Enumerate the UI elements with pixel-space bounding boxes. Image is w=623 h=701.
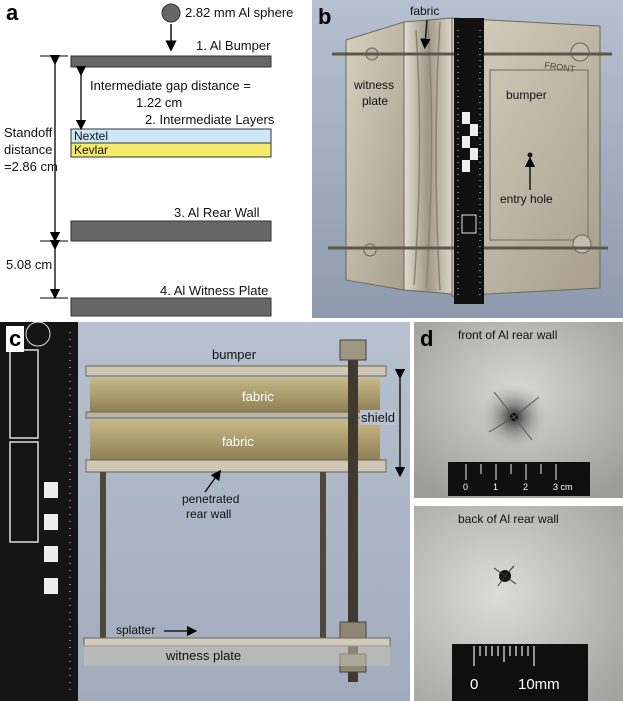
- gap2-label: 5.08 cm: [6, 257, 53, 272]
- front-scale-2: 2: [523, 482, 529, 492]
- standoff-label-3: =2.86 cm: [4, 159, 58, 174]
- kevlar-label: Kevlar: [74, 143, 109, 157]
- panel-a-schematic: a 2.82 mm Al sphere 1. Al Bumper Interme…: [0, 0, 310, 320]
- shield-photo-illustration: FRONT: [312, 0, 623, 318]
- al-rear-wall-plate: [70, 220, 272, 242]
- panel-d-letter: d: [420, 326, 434, 351]
- side-rear-wall: [85, 459, 387, 473]
- panel-b-photo: FRONT b fabric witness plate bumper entr…: [312, 0, 623, 318]
- entry-hole-label: entry hole: [500, 192, 553, 206]
- front-scale-bar: [448, 462, 590, 496]
- side-fabric-1: [90, 378, 380, 412]
- panel-d-bottom: back of Al rear wall 0 10mm: [414, 506, 623, 701]
- side-scale-ruler: [0, 322, 78, 701]
- side-bumper-label: bumper: [212, 347, 257, 362]
- standoff-label-1: Standoff: [4, 125, 53, 140]
- shield-label: shield: [360, 410, 396, 425]
- rear-wall-label: 3. Al Rear Wall: [174, 205, 260, 220]
- fabric-label: fabric: [410, 4, 440, 18]
- panel-a-letter: a: [6, 0, 19, 25]
- splatter-label: splatter: [116, 623, 156, 637]
- nextel-label: Nextel: [74, 129, 109, 143]
- front-rear-wall-closeup: [414, 322, 623, 498]
- front-stamp: FRONT: [544, 60, 577, 74]
- witness-label: 4. Al Witness Plate: [160, 283, 269, 298]
- penetrated-label-2: rear wall: [186, 507, 232, 521]
- entry-hole-mark: [527, 152, 533, 158]
- panel-c-photo: c bumper fabric fabric shield penetrated…: [0, 322, 410, 701]
- side-fabric-2: [90, 420, 380, 460]
- witness-plate-label-2: plate: [362, 94, 389, 108]
- back-scale-10mm: 10mm: [518, 676, 560, 693]
- front-scale-3: 3 cm: [553, 482, 573, 492]
- bumper-photo-label: bumper: [506, 88, 547, 102]
- sphere-label: 2.82 mm Al sphere: [185, 5, 294, 20]
- back-scale-0: 0: [470, 676, 479, 693]
- back-rear-wall-title: back of Al rear wall: [458, 512, 559, 526]
- penetrated-label-1: penetrated: [182, 492, 240, 506]
- side-fabric2-label: fabric: [222, 434, 254, 449]
- al-bumper-plate: [70, 55, 272, 68]
- schematic-graphics: [40, 3, 272, 317]
- al-sphere: [161, 3, 181, 23]
- side-witness-label: witness plate: [166, 648, 242, 663]
- standoff-label-2: distance: [4, 142, 53, 157]
- panel-d-top: d front of Al rear wall 0 1 2 3 cm: [414, 322, 623, 498]
- side-bumper-plate: [85, 365, 387, 377]
- witness-plate-label-1: witness: [354, 78, 395, 92]
- side-view-illustration: [0, 322, 410, 701]
- al-witness-plate: [70, 297, 272, 317]
- gap-label-line2: 1.22 cm: [136, 95, 183, 110]
- kevlar-layer: [70, 142, 272, 158]
- back-rear-wall-closeup: [414, 506, 623, 701]
- front-rear-wall-title: front of Al rear wall: [458, 328, 558, 342]
- gap-label-line1: Intermediate gap distance =: [90, 78, 251, 93]
- intermediate-label: 2. Intermediate Layers: [145, 112, 275, 127]
- panel-c-letter: c: [6, 326, 25, 352]
- bumper-label: 1. Al Bumper: [196, 38, 271, 53]
- side-fabric1-label: fabric: [242, 389, 274, 404]
- front-scale-1: 1: [493, 482, 499, 492]
- front-scale-0: 0: [463, 482, 469, 492]
- back-scale-bar: [452, 644, 588, 701]
- witness-label-backdrop: [84, 644, 390, 666]
- panel-b-letter: b: [318, 4, 332, 29]
